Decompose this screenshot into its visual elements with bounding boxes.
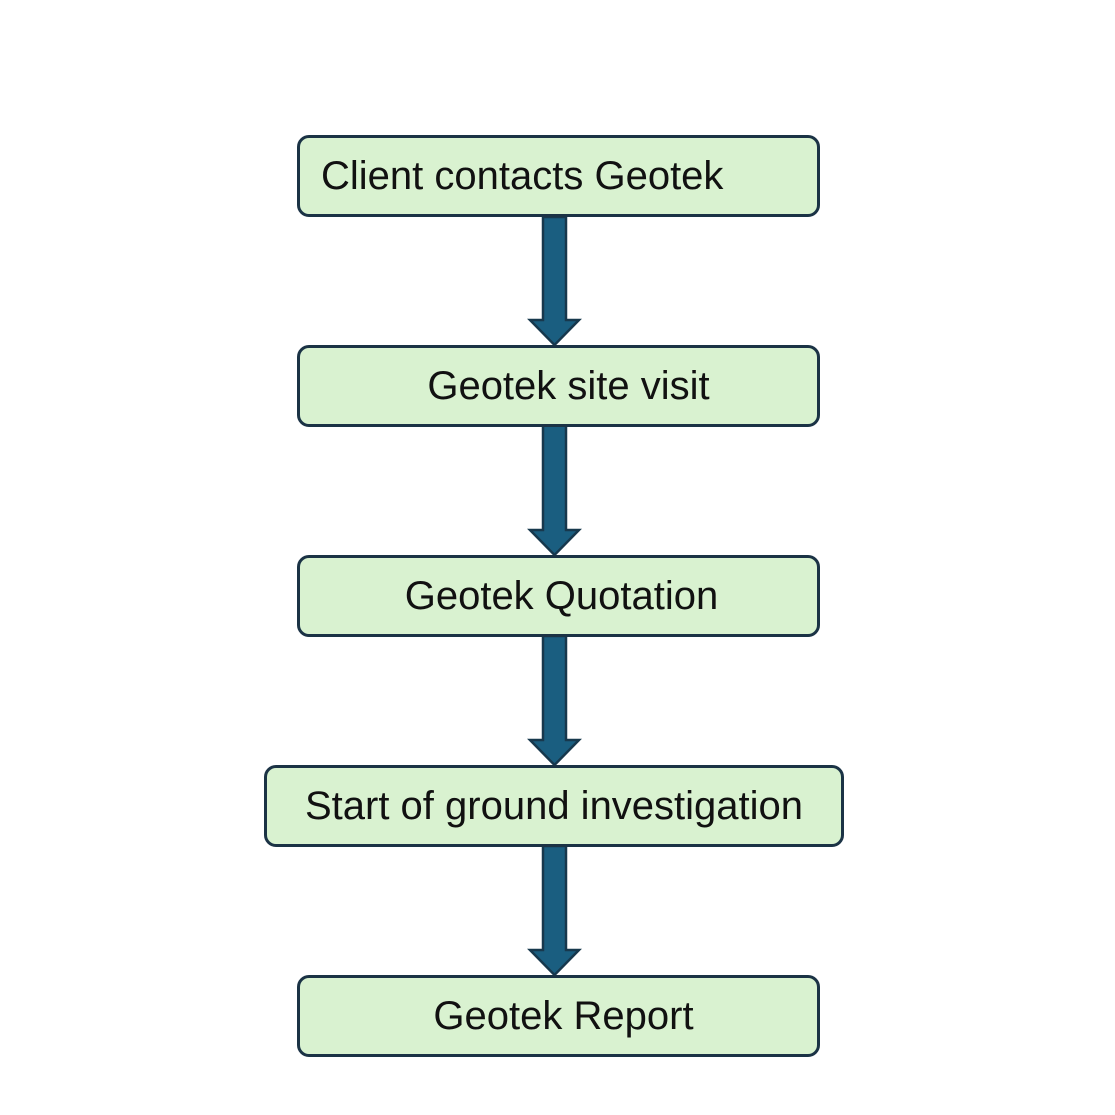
arrow-down-1 <box>527 215 582 347</box>
step-label: Geotek site visit <box>427 363 710 408</box>
step-report: Geotek Report <box>297 975 820 1057</box>
step-label: Start of ground investigation <box>304 783 804 828</box>
arrow-down-4 <box>527 844 582 977</box>
arrow-down-3 <box>527 634 582 767</box>
step-label: Client contacts Geotek <box>321 153 724 198</box>
step-site-visit: Geotek site visit <box>297 345 820 427</box>
step-quotation: Geotek Quotation <box>297 555 820 637</box>
step-client-contacts: Client contacts Geotek <box>297 135 820 217</box>
step-label: Geotek Report <box>433 993 694 1038</box>
step-label: Geotek Quotation <box>404 573 719 618</box>
arrow-down-2 <box>527 423 582 557</box>
step-ground-investigation: Start of ground investigation <box>264 765 844 847</box>
